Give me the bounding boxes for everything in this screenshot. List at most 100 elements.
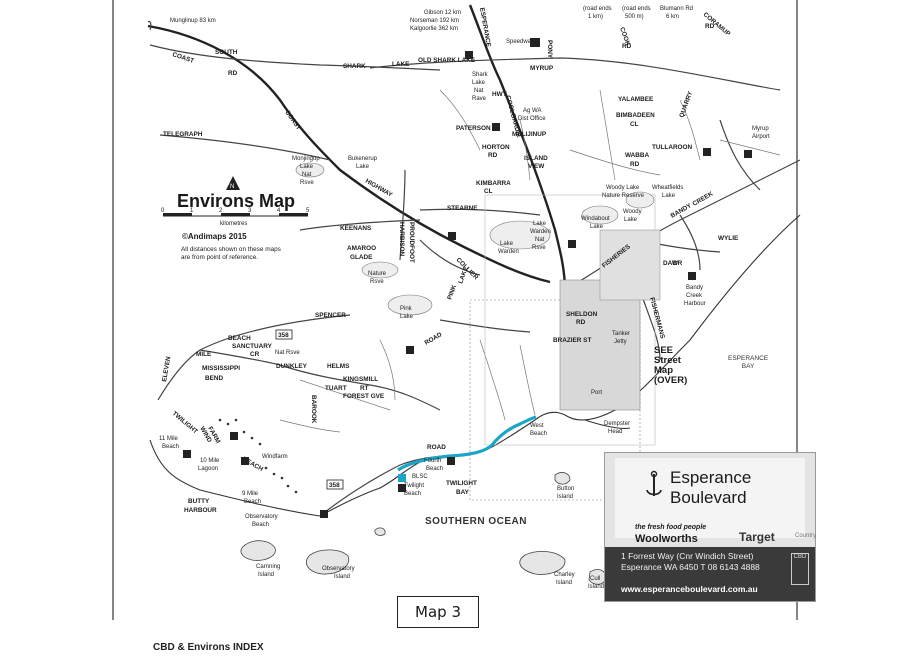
- see-line: Street: [654, 355, 681, 366]
- road-label: RD: [705, 23, 715, 30]
- road-ends-label: 500 m): [625, 14, 644, 20]
- road-label: HELMS: [327, 363, 350, 370]
- road-label: ROAD: [424, 331, 444, 347]
- place-label: TWILIGHT: [446, 480, 477, 487]
- landmark-icon: [448, 232, 456, 240]
- place-label: Rsve: [300, 180, 314, 186]
- road-label: PINK: [446, 284, 458, 301]
- road-label: LAKE: [392, 61, 410, 68]
- place-label: 10 Mile: [200, 458, 220, 464]
- place-label: Nat: [302, 172, 312, 178]
- place-label: Warden: [498, 249, 519, 255]
- munglinup-label: Munglinup 83 km: [170, 18, 216, 24]
- road-label: ROAD: [427, 444, 446, 451]
- place-label: Lake: [624, 217, 638, 223]
- scale-tick: 2: [219, 208, 223, 214]
- stearne-road: [419, 208, 541, 216]
- road-label: ELEVEN: [161, 356, 172, 383]
- place-label: Fourth: [424, 458, 441, 464]
- road-label: CREEK: [692, 190, 715, 207]
- place-label: Nat Rsve: [275, 350, 300, 356]
- place-label: Windfarm: [262, 454, 288, 460]
- ad-url[interactable]: www.esperanceboulevard.com.au: [621, 584, 758, 594]
- landmark-icon: [492, 123, 500, 131]
- place-label: Beach: [530, 431, 547, 437]
- landmark-icon: [465, 51, 473, 59]
- road-label: PROUDFOOT: [408, 222, 415, 263]
- scale-tick: 5: [306, 208, 310, 214]
- place-label: Windabout: [581, 216, 610, 222]
- road-label: ESPERANCE: [478, 7, 492, 48]
- road-label: RD: [630, 161, 640, 168]
- windfarm-dots: [218, 418, 298, 494]
- place-label: Beach: [426, 466, 443, 472]
- ad-contact-panel: 1 Forrest Way (Cnr Windich Street) Esper…: [605, 547, 815, 601]
- place-label: Airport: [752, 134, 770, 140]
- place-label: Head: [608, 429, 622, 435]
- place-label: HORTON: [482, 144, 510, 151]
- kalgoorlie-label: Kalgoorlie 362 km: [410, 26, 458, 32]
- speedway-icon: [530, 38, 540, 47]
- road-label: AMAROO: [347, 245, 376, 252]
- road-label: BEND: [205, 375, 223, 382]
- place-label: Lake: [500, 241, 514, 247]
- brand-line: Boulevard: [670, 488, 747, 507]
- place-label: Woody: [623, 209, 642, 215]
- woolworths-tagline: the fresh food people: [635, 524, 707, 531]
- place-label: Bandy: [686, 285, 703, 291]
- place-label: Woody Lake: [606, 185, 640, 191]
- road-label: GLADE: [350, 254, 373, 261]
- place-label: Dempster: [604, 421, 630, 427]
- place-label: Nat: [535, 237, 545, 243]
- road-label: CR: [250, 351, 260, 358]
- place-label: VIEW: [528, 163, 545, 170]
- road-label: KINGSMILL: [343, 376, 378, 383]
- place-label: Rsve: [532, 245, 546, 251]
- place-label: 11 Mile: [159, 436, 179, 442]
- place-label: Lake: [662, 193, 676, 199]
- place-label: BAY: [456, 489, 470, 496]
- blumann-label: 6 km: [666, 14, 679, 20]
- route-shield: 358: [278, 332, 289, 339]
- road-label: TWILIGHT: [171, 410, 199, 435]
- scale-tick: 3: [248, 208, 252, 214]
- place-label: Dist Office: [518, 116, 546, 122]
- map-title: Environs Map: [177, 191, 296, 211]
- road-label: TULLAROON: [652, 144, 692, 151]
- place-label: Observatory: [322, 566, 355, 572]
- road-label: DAW: [663, 260, 679, 267]
- place-label: Creek: [686, 293, 703, 299]
- landmark-icon: [447, 457, 455, 465]
- landmark-icon: [703, 148, 711, 156]
- road-label: TUART: [325, 385, 347, 392]
- fisheries-road: [564, 159, 801, 291]
- place-label: ISLAND: [524, 155, 548, 162]
- road-label: TELEGRAPH: [163, 131, 203, 138]
- place-label: Button: [557, 486, 574, 492]
- address-line: Esperance WA 6450 T 08 6143 4888: [621, 562, 760, 572]
- see-line: SEE: [654, 345, 674, 356]
- place-label: Rave: [472, 96, 487, 102]
- see-street-map: SEE Street Map (OVER): [654, 346, 687, 386]
- route-shield: 358: [329, 482, 340, 489]
- bay-line: ESPERANCE: [728, 355, 769, 362]
- road-label: OLD SHARK LAKE: [418, 57, 476, 64]
- address-line: 1 Forrest Way (Cnr Windich Street): [621, 551, 754, 561]
- place-label: Jetty: [614, 339, 627, 345]
- road-label: SANCTUARY: [232, 343, 273, 350]
- footer-index-title: CBD & Environs INDEX: [153, 642, 264, 653]
- road-label: SHELDON: [566, 311, 598, 318]
- place-label: Harbour: [684, 301, 706, 307]
- map-number-tag: Map 3: [397, 596, 479, 628]
- bay-line: BAY: [741, 363, 755, 370]
- place-label: Wheatfields: [652, 185, 683, 191]
- place-label: Lagoon: [198, 466, 218, 472]
- north-arrow-icon: N: [226, 176, 240, 190]
- road-ends-label: (road ends: [622, 6, 651, 12]
- esperance-boulevard-ad: Esperance Boulevard the fresh food peopl…: [604, 452, 816, 602]
- see-line: Map: [654, 365, 673, 376]
- place-label: Charley: [554, 572, 575, 578]
- distance-note: All distances shown on these maps are fr…: [181, 246, 281, 262]
- road-label: PATERSON: [456, 125, 491, 132]
